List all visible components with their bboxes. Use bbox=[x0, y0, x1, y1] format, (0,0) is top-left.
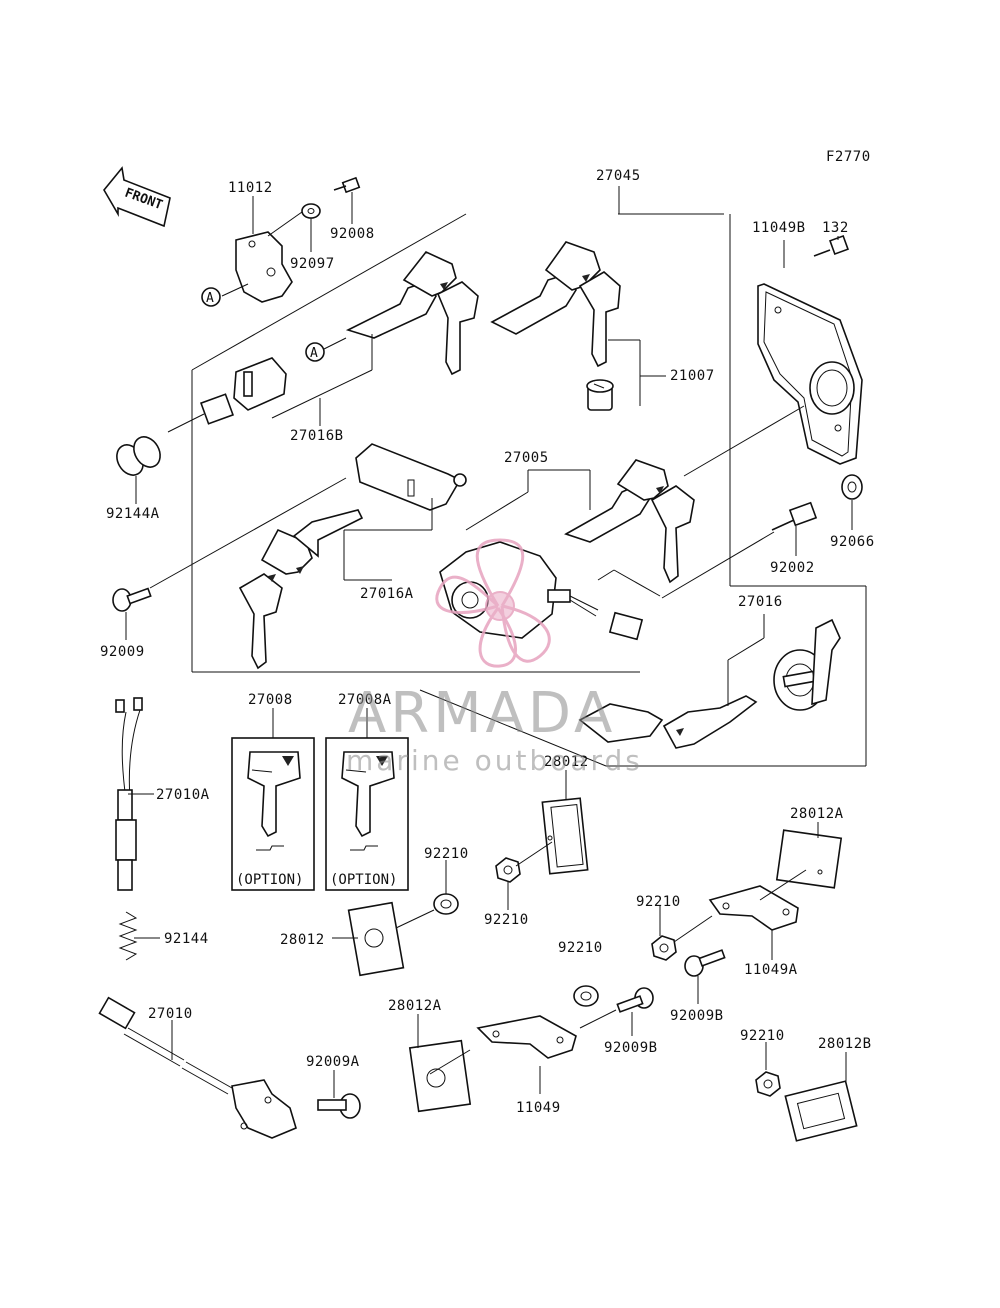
label-11049A: 11049A bbox=[744, 962, 798, 978]
option-label-left: (OPTION) bbox=[236, 872, 303, 888]
label-92210-a: 92210 bbox=[484, 912, 529, 928]
key-set-21007 bbox=[490, 241, 666, 406]
label-92144A: 92144A bbox=[106, 506, 160, 522]
svg-text:A: A bbox=[310, 346, 318, 361]
label-28012-left: 28012 bbox=[280, 932, 325, 948]
option-key-27008 bbox=[231, 708, 315, 891]
bracket-11049 bbox=[429, 1015, 577, 1094]
key-set-27016B bbox=[271, 251, 479, 426]
option-label-right: (OPTION) bbox=[330, 872, 397, 888]
nut-92210-a bbox=[495, 841, 553, 910]
label-11049: 11049 bbox=[516, 1100, 561, 1116]
label-92210-e: 92210 bbox=[740, 1028, 785, 1044]
key-fob-27016A bbox=[343, 443, 467, 581]
label-92008: 92008 bbox=[330, 226, 375, 242]
reflector-28012A-mid bbox=[408, 1014, 472, 1113]
label-92009: 92009 bbox=[100, 644, 145, 660]
label-27008A: 27008A bbox=[338, 692, 392, 708]
label-92210-c: 92210 bbox=[636, 894, 681, 910]
label-132: 132 bbox=[822, 220, 849, 236]
nut-92210-b bbox=[433, 860, 459, 915]
reflector-28012-left bbox=[332, 901, 435, 977]
label-92002: 92002 bbox=[770, 560, 815, 576]
screw-92008 bbox=[333, 176, 361, 224]
option-key-27008A bbox=[325, 708, 409, 891]
label-27005: 27005 bbox=[504, 450, 549, 466]
label-92009B-b: 92009B bbox=[604, 1040, 658, 1056]
label-92097: 92097 bbox=[290, 256, 335, 272]
screw-92009 bbox=[112, 477, 347, 640]
label-21007: 21007 bbox=[670, 368, 715, 384]
switch-assembly-27010 bbox=[98, 996, 297, 1139]
assembly-frame bbox=[191, 213, 867, 767]
label-27016: 27016 bbox=[738, 594, 783, 610]
label-27045: 27045 bbox=[596, 168, 641, 184]
mounting-plate-11049B bbox=[757, 240, 863, 465]
reflector-28012A-right bbox=[775, 822, 843, 889]
grommet-11049 bbox=[573, 985, 599, 1007]
bracket-plate-11012 bbox=[221, 196, 293, 303]
svg-text:A: A bbox=[206, 291, 214, 306]
watermark-logo bbox=[435, 538, 551, 668]
reflector-28012B bbox=[784, 1052, 858, 1142]
lock-assembly-27016 bbox=[578, 614, 841, 749]
label-27016A: 27016A bbox=[360, 586, 414, 602]
callout-a-2: A bbox=[305, 337, 347, 362]
label-28012A-right: 28012A bbox=[790, 806, 844, 822]
label-27008: 27008 bbox=[248, 692, 293, 708]
key-cap-21007 bbox=[586, 379, 614, 411]
key-set-27005 bbox=[564, 405, 805, 584]
nut-92210-e bbox=[755, 1042, 781, 1097]
label-28012A-mid: 28012A bbox=[388, 998, 442, 1014]
watermark-tagline: marine outboards bbox=[346, 744, 643, 777]
grommet-92066 bbox=[841, 474, 863, 530]
lock-cylinder-27016B bbox=[167, 357, 287, 433]
diagram-id: F2770 bbox=[826, 149, 871, 165]
bolt-92002 bbox=[661, 501, 818, 599]
spring-92144 bbox=[118, 911, 160, 961]
bolt-92009A bbox=[317, 1070, 361, 1119]
label-28012B: 28012B bbox=[818, 1036, 872, 1052]
bracket-11049A bbox=[708, 869, 807, 960]
nut-92210-c bbox=[651, 906, 713, 961]
label-27010A: 27010A bbox=[156, 787, 210, 803]
label-11012: 11012 bbox=[228, 180, 273, 196]
callout-a-1: A bbox=[201, 287, 221, 307]
watermark-brand: ARMADA bbox=[348, 681, 616, 746]
reflector-28012-top bbox=[541, 770, 589, 875]
label-11049B: 11049B bbox=[752, 220, 806, 236]
label-92066: 92066 bbox=[830, 534, 875, 550]
bolt-132 bbox=[813, 235, 849, 257]
label-92210-b: 92210 bbox=[424, 846, 469, 862]
spring-92144A bbox=[116, 436, 161, 504]
label-27010: 27010 bbox=[148, 1006, 193, 1022]
bolt-92009B-b bbox=[579, 987, 654, 1036]
key-set-27016A bbox=[238, 509, 364, 670]
label-92144: 92144 bbox=[164, 931, 209, 947]
washer-92097 bbox=[267, 203, 321, 252]
label-28012-top: 28012 bbox=[544, 754, 589, 770]
bolt-92009B-a bbox=[684, 949, 726, 1004]
front-arrow-icon: FRONT bbox=[103, 166, 171, 228]
label-92009A: 92009A bbox=[306, 1054, 360, 1070]
label-27016B: 27016B bbox=[290, 428, 344, 444]
switch-27010A bbox=[115, 697, 154, 891]
label-92210-d: 92210 bbox=[558, 940, 603, 956]
label-92009B-a: 92009B bbox=[670, 1008, 724, 1024]
